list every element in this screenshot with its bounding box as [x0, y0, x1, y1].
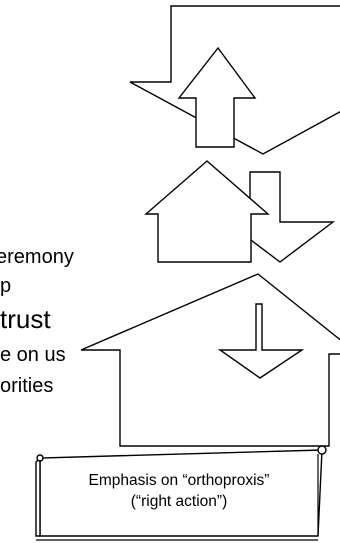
house-shape-middle [144, 160, 270, 263]
side-text-on-us: e on us [0, 344, 66, 366]
side-text-trust: trust [0, 304, 51, 334]
side-text-p: p [0, 275, 12, 297]
side-text-priorities: orities [0, 375, 54, 397]
side-text-ceremony: eremony [0, 246, 74, 268]
down-arrow-shape-bottom [217, 303, 305, 379]
scroll-caption-line1: Emphasis on “orthoproxis” [88, 472, 270, 489]
house-shape-large [80, 273, 340, 447]
up-arrow-shape [177, 46, 257, 148]
scroll-caption: Emphasis on “orthoproxis” (“right action… [40, 470, 318, 512]
scroll-banner [35, 445, 327, 541]
scroll-caption-line2: (“right action”) [130, 493, 228, 510]
